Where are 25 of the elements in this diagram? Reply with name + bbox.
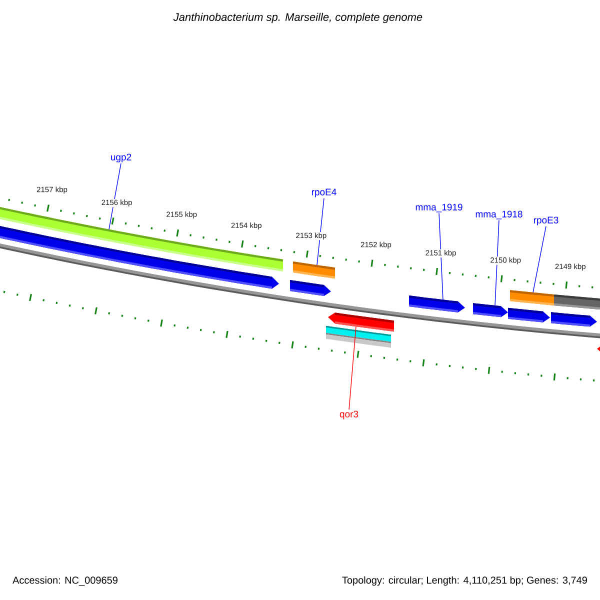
leader-line	[494, 220, 500, 306]
gene-feature	[409, 296, 465, 312]
leader-line	[532, 226, 546, 293]
gene-feature	[508, 308, 550, 322]
gene-feature	[473, 303, 508, 318]
genome-info-text: Topology: circular; Length: 4,110,251 bp; Genes: 3,749	[342, 576, 587, 586]
gene-label: qor3	[340, 410, 358, 420]
leader-line	[348, 326, 356, 410]
gene-label: mma_1919	[416, 204, 462, 212]
gene-label: ugp2	[111, 154, 132, 162]
gene-label: rpoE4	[312, 188, 336, 198]
accession-text: Accession: NC_009659	[12, 576, 118, 586]
gene-label: mma_1918	[476, 210, 522, 220]
gene-feature	[0, 224, 279, 289]
leader-line	[316, 198, 324, 266]
gene-feature	[554, 294, 600, 310]
title: Janthinobacterium sp. Marseille, complete genome	[173, 12, 422, 24]
gene-feature	[551, 312, 597, 327]
gene-feature	[290, 280, 331, 296]
leader-line	[438, 212, 444, 300]
gene-label: rpoE3	[534, 216, 558, 226]
gene-feature	[293, 261, 335, 279]
gene-feature	[326, 326, 391, 348]
gene-feature	[510, 290, 554, 306]
leader-line	[108, 162, 122, 230]
